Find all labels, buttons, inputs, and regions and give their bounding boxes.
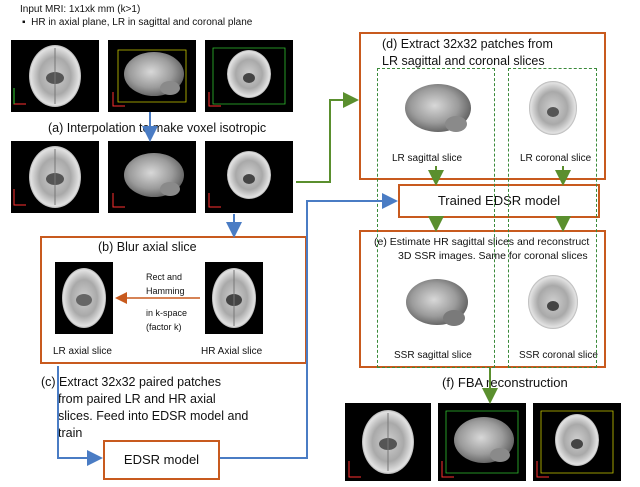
- fba-coronal-image: [533, 403, 621, 481]
- fba-axial-image: [345, 403, 431, 481]
- step-c-line3: slices. Feed into EDSR model and: [58, 409, 249, 423]
- step-d-line1: (d) Extract 32x32 patches from: [382, 37, 553, 51]
- ssr-coronal-label: SSR coronal slice: [519, 350, 598, 361]
- lr-axial-label: LR axial slice: [53, 346, 112, 357]
- input-coronal-image: [205, 40, 293, 112]
- step-d-line2: LR sagittal and coronal slices: [382, 54, 545, 68]
- step-e-line1: (e) Estimate HR sagittal slices and reco…: [374, 236, 590, 248]
- input-bullet: ▪ HR in axial plane, LR in sagittal and …: [22, 17, 253, 28]
- input-axial-image: [11, 40, 99, 112]
- filter-line1: Rect and: [146, 272, 183, 282]
- edsr-model-box: EDSR model: [103, 440, 220, 480]
- filter-line3: in k-space: [146, 308, 188, 318]
- input-bullet-text: HR in axial plane, LR in sagittal and co…: [31, 17, 253, 28]
- lr-coronal-label: LR coronal slice: [520, 153, 592, 164]
- step-c-line1: (c) Extract 32x32 paired patches: [41, 375, 221, 389]
- step-f-label: (f) FBA reconstruction: [442, 375, 568, 390]
- input-sagittal-image: [108, 40, 196, 112]
- step-a-label: (a) Interpolation to make voxel isotropi…: [48, 121, 267, 135]
- interp-sagittal-image: [108, 141, 196, 213]
- interp-coronal-image: [205, 141, 293, 213]
- sagittal-column-outline: [377, 68, 495, 368]
- arrow-to-extract: [296, 92, 359, 183]
- filter-line4: (factor k): [146, 322, 182, 332]
- fba-sagittal-image: [438, 403, 526, 481]
- hr-axial-label: HR Axial slice: [201, 346, 263, 357]
- lr-axial-image: [55, 262, 113, 334]
- coronal-column-outline: [508, 68, 597, 368]
- step-c-line2: from paired LR and HR axial: [58, 392, 216, 406]
- lr-coronal-image: [521, 72, 586, 147]
- interp-axial-image: [11, 141, 99, 213]
- ssr-coronal-image: [519, 268, 587, 340]
- step-c-line4: train: [58, 426, 83, 440]
- lr-sagittal-label: LR sagittal slice: [392, 153, 463, 164]
- ssr-sagittal-label: SSR sagittal slice: [394, 350, 472, 361]
- filter-line2: Hamming: [146, 286, 185, 296]
- ssr-sagittal-image: [392, 268, 482, 340]
- lr-sagittal-image: [390, 72, 485, 147]
- input-title: Input MRI: 1x1xk mm (k>1): [20, 4, 141, 15]
- step-b-title: (b) Blur axial slice: [98, 240, 197, 254]
- edsr-model-label: EDSR model: [123, 452, 200, 467]
- trained-edsr-label: Trained EDSR model: [437, 193, 561, 208]
- step-e-line2: 3D SSR images. Same for coronal slices: [398, 250, 588, 262]
- hr-axial-image: [205, 262, 263, 334]
- step-d-box: [359, 32, 606, 180]
- trained-edsr-box: Trained EDSR model: [398, 184, 600, 218]
